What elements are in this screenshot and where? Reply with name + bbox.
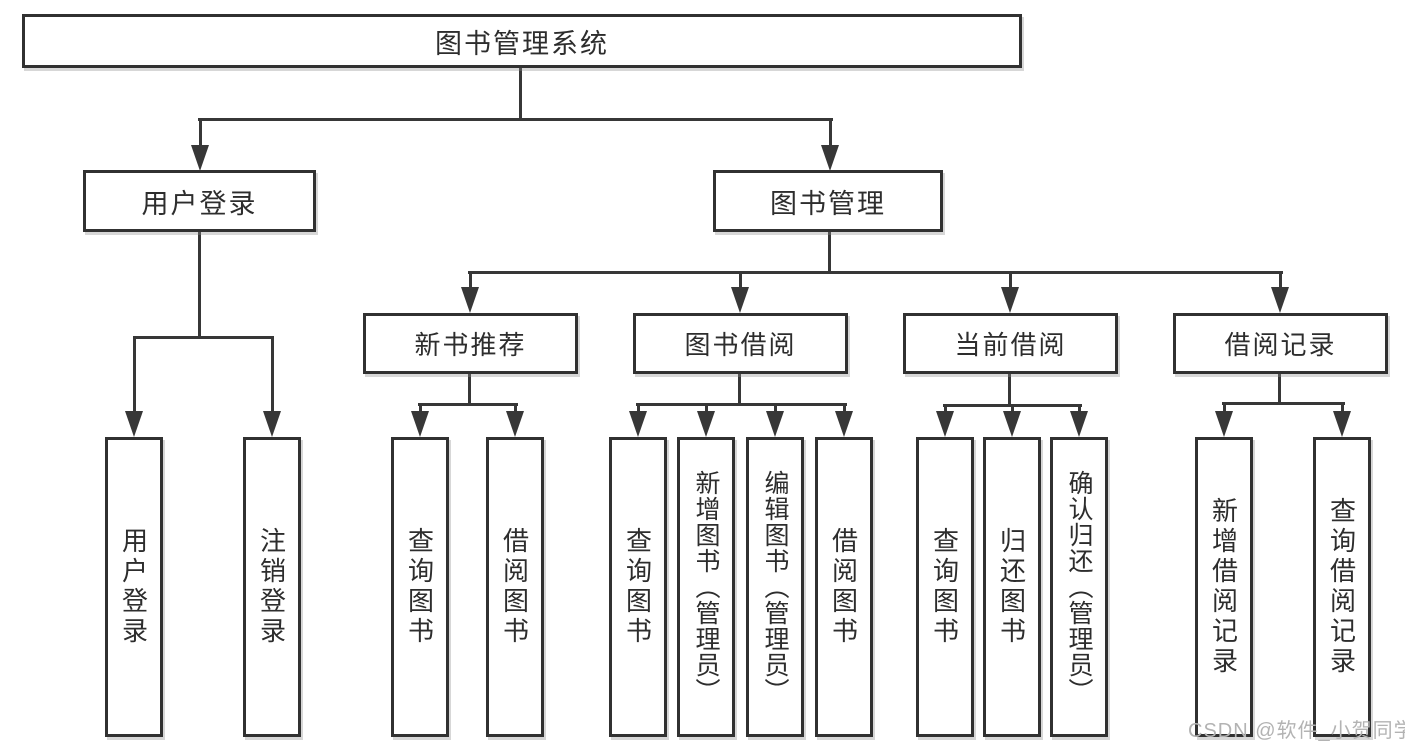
node-label: 当前借阅 — [954, 330, 1067, 360]
connector-vline — [519, 66, 522, 121]
arrowhead-down-icon — [461, 287, 479, 313]
arrowhead-down-icon — [936, 411, 954, 437]
connector-vline — [271, 336, 274, 414]
connector-vline — [419, 403, 422, 415]
leaf-label: 查询图书 — [929, 527, 960, 647]
arrowhead-down-icon — [1215, 411, 1233, 437]
node-label: 图书借阅 — [684, 330, 797, 360]
node-new-book-recommendation: 新书推荐 — [363, 313, 578, 374]
leaf-user-login: 用户登录 — [105, 437, 163, 737]
node-library-management-system: 图书管理系统 — [22, 14, 1022, 68]
connector-vline — [199, 118, 202, 148]
leaf-confirm-return-admin: 确认归还（管理员） — [1050, 437, 1108, 737]
connector-hline — [1222, 402, 1345, 405]
connector-vline — [1009, 271, 1012, 290]
leaf-label: 确认归还（管理员） — [1065, 470, 1093, 704]
arrowhead-down-icon — [1271, 287, 1289, 313]
connector-vline — [705, 403, 708, 415]
node-user-login: 用户登录 — [83, 170, 316, 232]
leaf-borrow-books: 借阅图书 — [815, 437, 873, 737]
connector-vline — [944, 404, 947, 415]
connector-vline — [1341, 402, 1344, 415]
arrowhead-down-icon — [1001, 287, 1019, 313]
node-label: 借阅记录 — [1224, 330, 1337, 360]
node-label: 图书管理系统 — [435, 28, 609, 59]
connector-vline — [637, 403, 640, 415]
connector-vline — [1078, 404, 1081, 415]
connector-vline — [828, 230, 831, 274]
connector-vline — [468, 373, 471, 406]
arrowhead-down-icon — [697, 411, 715, 437]
arrowhead-down-icon — [1003, 411, 1021, 437]
connector-vline — [1008, 373, 1011, 407]
leaf-return-books: 归还图书 — [983, 437, 1041, 737]
leaf-label: 注销登录 — [256, 527, 287, 647]
connector-hline — [418, 403, 518, 406]
connector-hline — [198, 118, 833, 121]
arrowhead-down-icon — [821, 145, 839, 171]
connector-hline — [636, 403, 847, 406]
connector-vline — [1011, 404, 1014, 415]
node-borrowing-records: 借阅记录 — [1173, 313, 1388, 374]
leaf-label: 编辑图书（管理员） — [761, 470, 789, 704]
connector-vline — [1223, 402, 1226, 415]
leaf-label: 归还图书 — [996, 527, 1027, 647]
connector-vline — [198, 231, 201, 339]
connector-vline — [133, 336, 136, 414]
node-label: 图书管理 — [770, 188, 886, 219]
arrowhead-down-icon — [835, 411, 853, 437]
leaf-label: 用户登录 — [118, 527, 149, 647]
leaf-label: 查询借阅记录 — [1326, 497, 1357, 677]
leaf-borrow-books-recommend: 借阅图书 — [486, 437, 544, 737]
arrowhead-down-icon — [506, 411, 524, 437]
arrowhead-down-icon — [1070, 411, 1088, 437]
node-book-management: 图书管理 — [713, 170, 943, 232]
connector-vline — [469, 271, 472, 290]
leaf-query-books-recommend: 查询图书 — [391, 437, 449, 737]
connector-hline — [468, 271, 1283, 274]
arrowhead-down-icon — [629, 411, 647, 437]
leaf-query-books-borrow: 查询图书 — [609, 437, 667, 737]
connector-vline — [738, 373, 741, 406]
connector-vline — [1279, 271, 1282, 290]
arrowhead-down-icon — [1333, 411, 1351, 437]
connector-vline — [739, 271, 742, 290]
leaf-add-books-admin: 新增图书（管理员） — [677, 437, 735, 737]
arrowhead-down-icon — [411, 411, 429, 437]
leaf-label: 查询图书 — [622, 527, 653, 647]
arrowhead-down-icon — [731, 287, 749, 313]
arrowhead-down-icon — [766, 411, 784, 437]
leaf-label: 借阅图书 — [828, 527, 859, 647]
watermark-text: CSDN @软件_小贺同学 — [1188, 720, 1405, 742]
leaf-edit-books-admin: 编辑图书（管理员） — [746, 437, 804, 737]
leaf-label: 新增借阅记录 — [1208, 497, 1239, 677]
leaf-query-books-current: 查询图书 — [916, 437, 974, 737]
leaf-label: 查询图书 — [404, 527, 435, 647]
connector-vline — [829, 118, 832, 148]
connector-vline — [843, 403, 846, 415]
leaf-query-borrow-record: 查询借阅记录 — [1313, 437, 1371, 737]
arrowhead-down-icon — [125, 411, 143, 437]
leaf-add-borrow-record: 新增借阅记录 — [1195, 437, 1253, 737]
node-label: 新书推荐 — [414, 330, 527, 360]
arrowhead-down-icon — [191, 145, 209, 171]
leaf-label: 新增图书（管理员） — [692, 470, 720, 704]
connector-vline — [1278, 373, 1281, 405]
arrowhead-down-icon — [263, 411, 281, 437]
leaf-label: 借阅图书 — [499, 527, 530, 647]
node-label: 用户登录 — [141, 188, 258, 219]
node-current-borrowing: 当前借阅 — [903, 313, 1118, 374]
node-book-borrowing: 图书借阅 — [633, 313, 848, 374]
leaf-logout: 注销登录 — [243, 437, 301, 737]
connector-vline — [514, 403, 517, 415]
connector-hline — [133, 336, 274, 339]
connector-vline — [774, 403, 777, 415]
csdn-watermark: CSDN @软件_小贺同学 — [1188, 714, 1405, 743]
